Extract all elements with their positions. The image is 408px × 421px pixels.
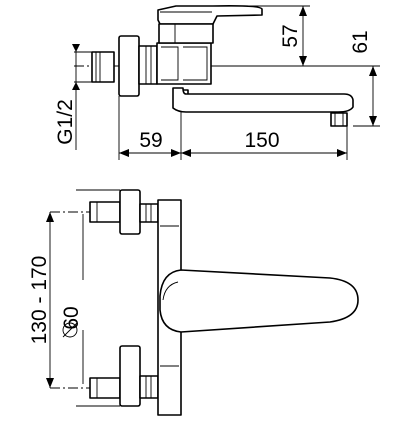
dim-wall-depth: 59: [139, 129, 162, 152]
dim-thread: G1/2: [54, 99, 77, 145]
front-view: 130 - 170 60: [28, 189, 359, 416]
diameter-icon: [62, 322, 78, 338]
side-view: 57 61 G1/2 59 150: [54, 5, 380, 160]
dim-center-distance: 130 - 170: [28, 256, 51, 345]
dim-flange-diameter: 60: [60, 306, 83, 329]
dim-handle-height: 57: [279, 24, 302, 47]
dim-spout-reach: 150: [244, 129, 279, 152]
dim-total-height: 61: [349, 30, 372, 53]
